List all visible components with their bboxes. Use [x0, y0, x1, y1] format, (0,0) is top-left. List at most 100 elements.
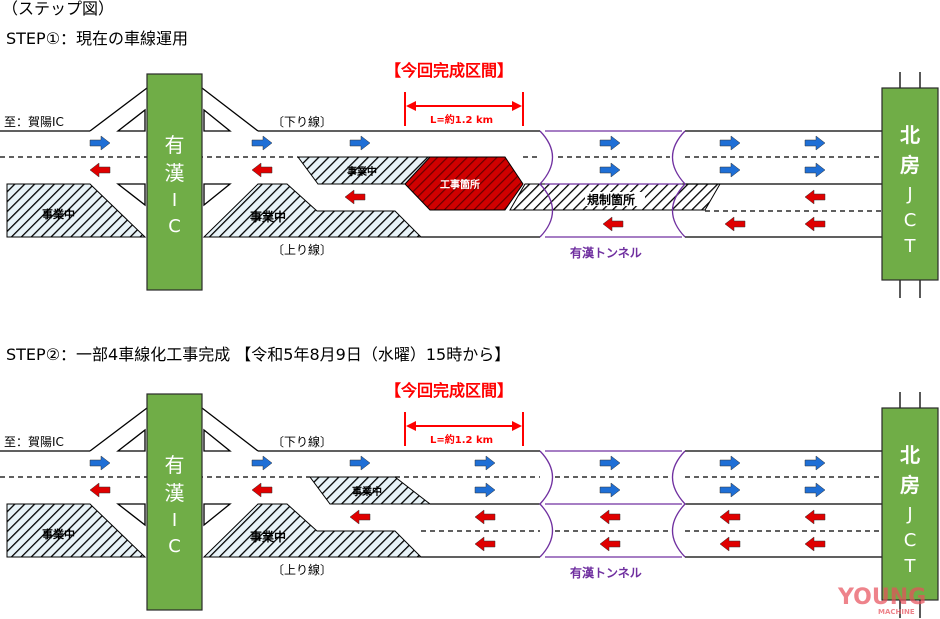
ramp-line	[89, 87, 148, 132]
tunnel-portal-west	[539, 130, 553, 238]
tunnel-portal-east	[672, 130, 686, 238]
right-arrow-icon	[251, 135, 273, 151]
ramp-island	[116, 108, 146, 132]
interchange-box	[146, 393, 203, 611]
left-arrow-icon	[474, 536, 496, 552]
up-line-label: 〔上り線〕	[272, 242, 332, 257]
left-arrow-icon	[719, 509, 741, 525]
step-title: STEP②：一部4車線化工事完成 【令和5年8月9日（水曜）15時から】	[6, 345, 510, 364]
watermark-sub: MACHINE	[878, 608, 915, 616]
ramp-island	[203, 428, 232, 452]
jct-label-char: C	[904, 530, 917, 551]
junction-box	[881, 87, 939, 281]
work-site-label: 工事箇所	[440, 178, 480, 191]
jct-label-char: 北	[900, 123, 920, 147]
right-arrow-icon	[474, 482, 496, 498]
step-2-diagram: STEP②：一部4車線化工事完成 【令和5年8月9日（水曜）15時から】事業中事…	[0, 345, 939, 618]
arrowhead-icon	[406, 421, 416, 431]
left-arrow-icon	[724, 216, 746, 232]
left-arrow-icon	[349, 509, 371, 525]
ramp-line	[201, 87, 259, 132]
right-arrow-icon	[804, 162, 826, 178]
right-arrow-icon	[89, 455, 111, 471]
page-title: （ステップ図）	[2, 0, 114, 18]
under-construction-label: 事業中	[42, 207, 75, 221]
left-arrow-icon	[804, 189, 826, 205]
destination-label: 至：賀陽IC	[4, 435, 64, 449]
tunnel-portal-east	[672, 450, 686, 558]
left-arrow-icon	[804, 216, 826, 232]
ic-label-char: 漢	[165, 161, 185, 185]
arrowhead-icon	[512, 101, 522, 111]
ic-label-char: C	[168, 536, 181, 557]
right-arrow-icon	[89, 135, 111, 151]
jct-label-char: T	[904, 556, 917, 577]
right-arrow-icon	[349, 135, 371, 151]
completed-section-label: 【今回完成区間】	[385, 381, 513, 400]
left-arrow-icon	[599, 536, 621, 552]
ic-label-char: I	[172, 190, 177, 211]
right-arrow-icon	[599, 162, 621, 178]
under-construction-area	[202, 503, 423, 558]
tunnel-label: 有漢トンネル	[570, 245, 642, 260]
down-line-label: 〔下り線〕	[272, 434, 332, 449]
jct-label-char: J	[906, 504, 912, 525]
under-construction-label: 事業中	[250, 209, 286, 224]
left-arrow-icon	[251, 482, 273, 498]
junction-box	[881, 407, 939, 601]
left-arrow-icon	[251, 162, 273, 178]
work-site-area	[404, 156, 524, 211]
right-arrow-icon	[719, 482, 741, 498]
left-arrow-icon	[602, 216, 624, 232]
ic-label-char: C	[168, 216, 181, 237]
restriction-label: 規制箇所	[587, 192, 635, 207]
interchange-box	[146, 73, 203, 291]
ramp-island	[203, 183, 232, 207]
jct-label-char: 北	[900, 443, 920, 467]
tunnel-label: 有漢トンネル	[570, 565, 642, 580]
under-construction-label: 事業中	[42, 527, 75, 541]
ic-label-char: 有	[165, 133, 185, 157]
right-arrow-icon	[599, 135, 621, 151]
watermark-logo: YOUNG MACHINE	[837, 585, 926, 616]
section-length-label: L=約1.2 km	[430, 113, 493, 126]
jct-label-char: T	[904, 236, 917, 257]
left-arrow-icon	[89, 482, 111, 498]
up-line-label: 〔上り線〕	[272, 562, 332, 577]
jct-label-char: C	[904, 210, 917, 231]
destination-label: 至：賀陽IC	[4, 115, 64, 129]
completed-section-label: 【今回完成区間】	[385, 61, 513, 80]
jct-label-char: 房	[900, 153, 920, 177]
ramp-island	[203, 503, 232, 527]
right-arrow-icon	[804, 482, 826, 498]
right-arrow-icon	[719, 135, 741, 151]
arrowhead-icon	[406, 101, 416, 111]
label-bg	[585, 192, 645, 206]
left-arrow-icon	[719, 536, 741, 552]
left-arrow-icon	[599, 509, 621, 525]
down-line-label: 〔下り線〕	[272, 114, 332, 129]
left-arrow-icon	[804, 536, 826, 552]
under-construction-label: 事業中	[352, 485, 382, 498]
jct-label-char: J	[906, 184, 912, 205]
under-construction-label: 事業中	[250, 529, 286, 544]
arrowhead-icon	[512, 421, 522, 431]
step-title: STEP①：現在の車線運用	[6, 29, 188, 48]
ramp-island	[116, 428, 146, 452]
right-arrow-icon	[474, 455, 496, 471]
ramp-line	[201, 407, 259, 452]
step-1-diagram: STEP①：現在の車線運用事業中事業中事業中工事箇所規制箇所有漢トンネル【今回完…	[0, 29, 939, 298]
right-arrow-icon	[719, 455, 741, 471]
jct-label-char: 房	[900, 473, 920, 497]
right-arrow-icon	[804, 135, 826, 151]
ic-label-char: 漢	[165, 481, 185, 505]
ic-label-char: I	[172, 510, 177, 531]
ramp-island	[203, 108, 232, 132]
left-arrow-icon	[89, 162, 111, 178]
left-arrow-icon	[804, 509, 826, 525]
section-length-label: L=約1.2 km	[430, 433, 493, 446]
ramp-line	[89, 407, 148, 452]
right-arrow-icon	[719, 162, 741, 178]
right-arrow-icon	[349, 455, 371, 471]
watermark-text: YOUNG	[837, 585, 926, 610]
